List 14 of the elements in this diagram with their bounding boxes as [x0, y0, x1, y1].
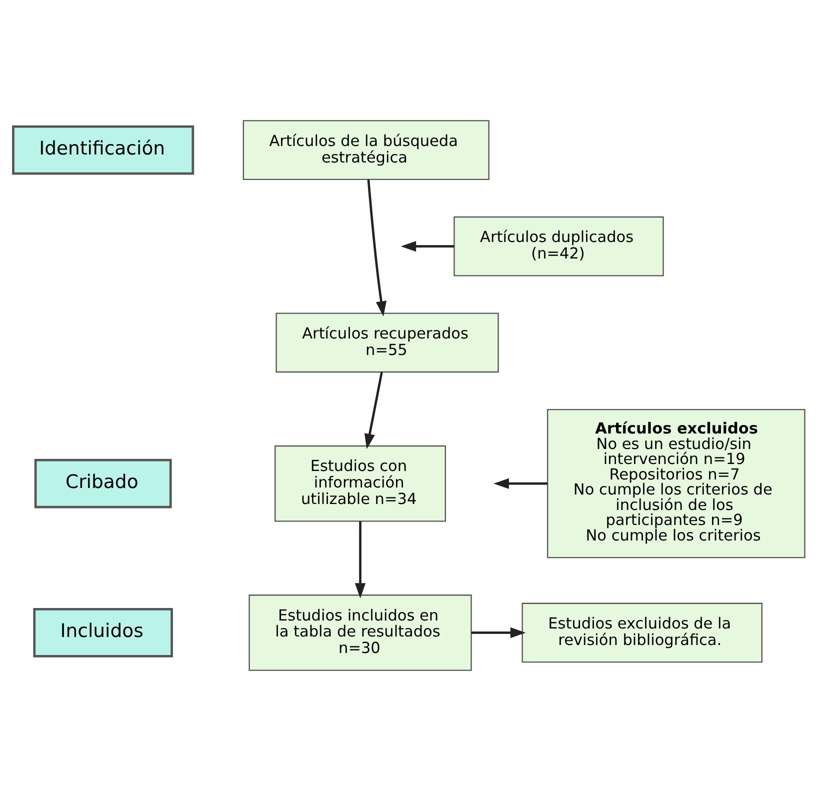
arrow: [367, 179, 387, 317]
node-box: Incluidos: [33, 608, 173, 658]
arrow: [364, 372, 383, 450]
node-box: Estudios con información utilizable n=34: [274, 445, 446, 522]
node-box: Identificación: [12, 125, 194, 175]
arrow: [354, 521, 366, 598]
arrow: [471, 627, 526, 638]
node-box: Artículos duplicados (n=42): [454, 216, 664, 276]
node-box: Artículos recuperados n=55: [276, 312, 499, 373]
node-box: Estudios incluidos en la tabla de resultados n=30: [248, 594, 472, 671]
node-box: Artículos de la búsqueda estratégica: [242, 120, 490, 180]
node-box: Estudios excluidos de la revisión bibliográfica.: [522, 602, 762, 663]
node-box: Cribado: [34, 458, 172, 508]
node-box: Artículos excluidos No es un estudio/sin intervención n=19 Repositorios n=7 No cumple los criterios de inclusión de los participantes n=9 No cumple los criterios: [546, 409, 806, 558]
